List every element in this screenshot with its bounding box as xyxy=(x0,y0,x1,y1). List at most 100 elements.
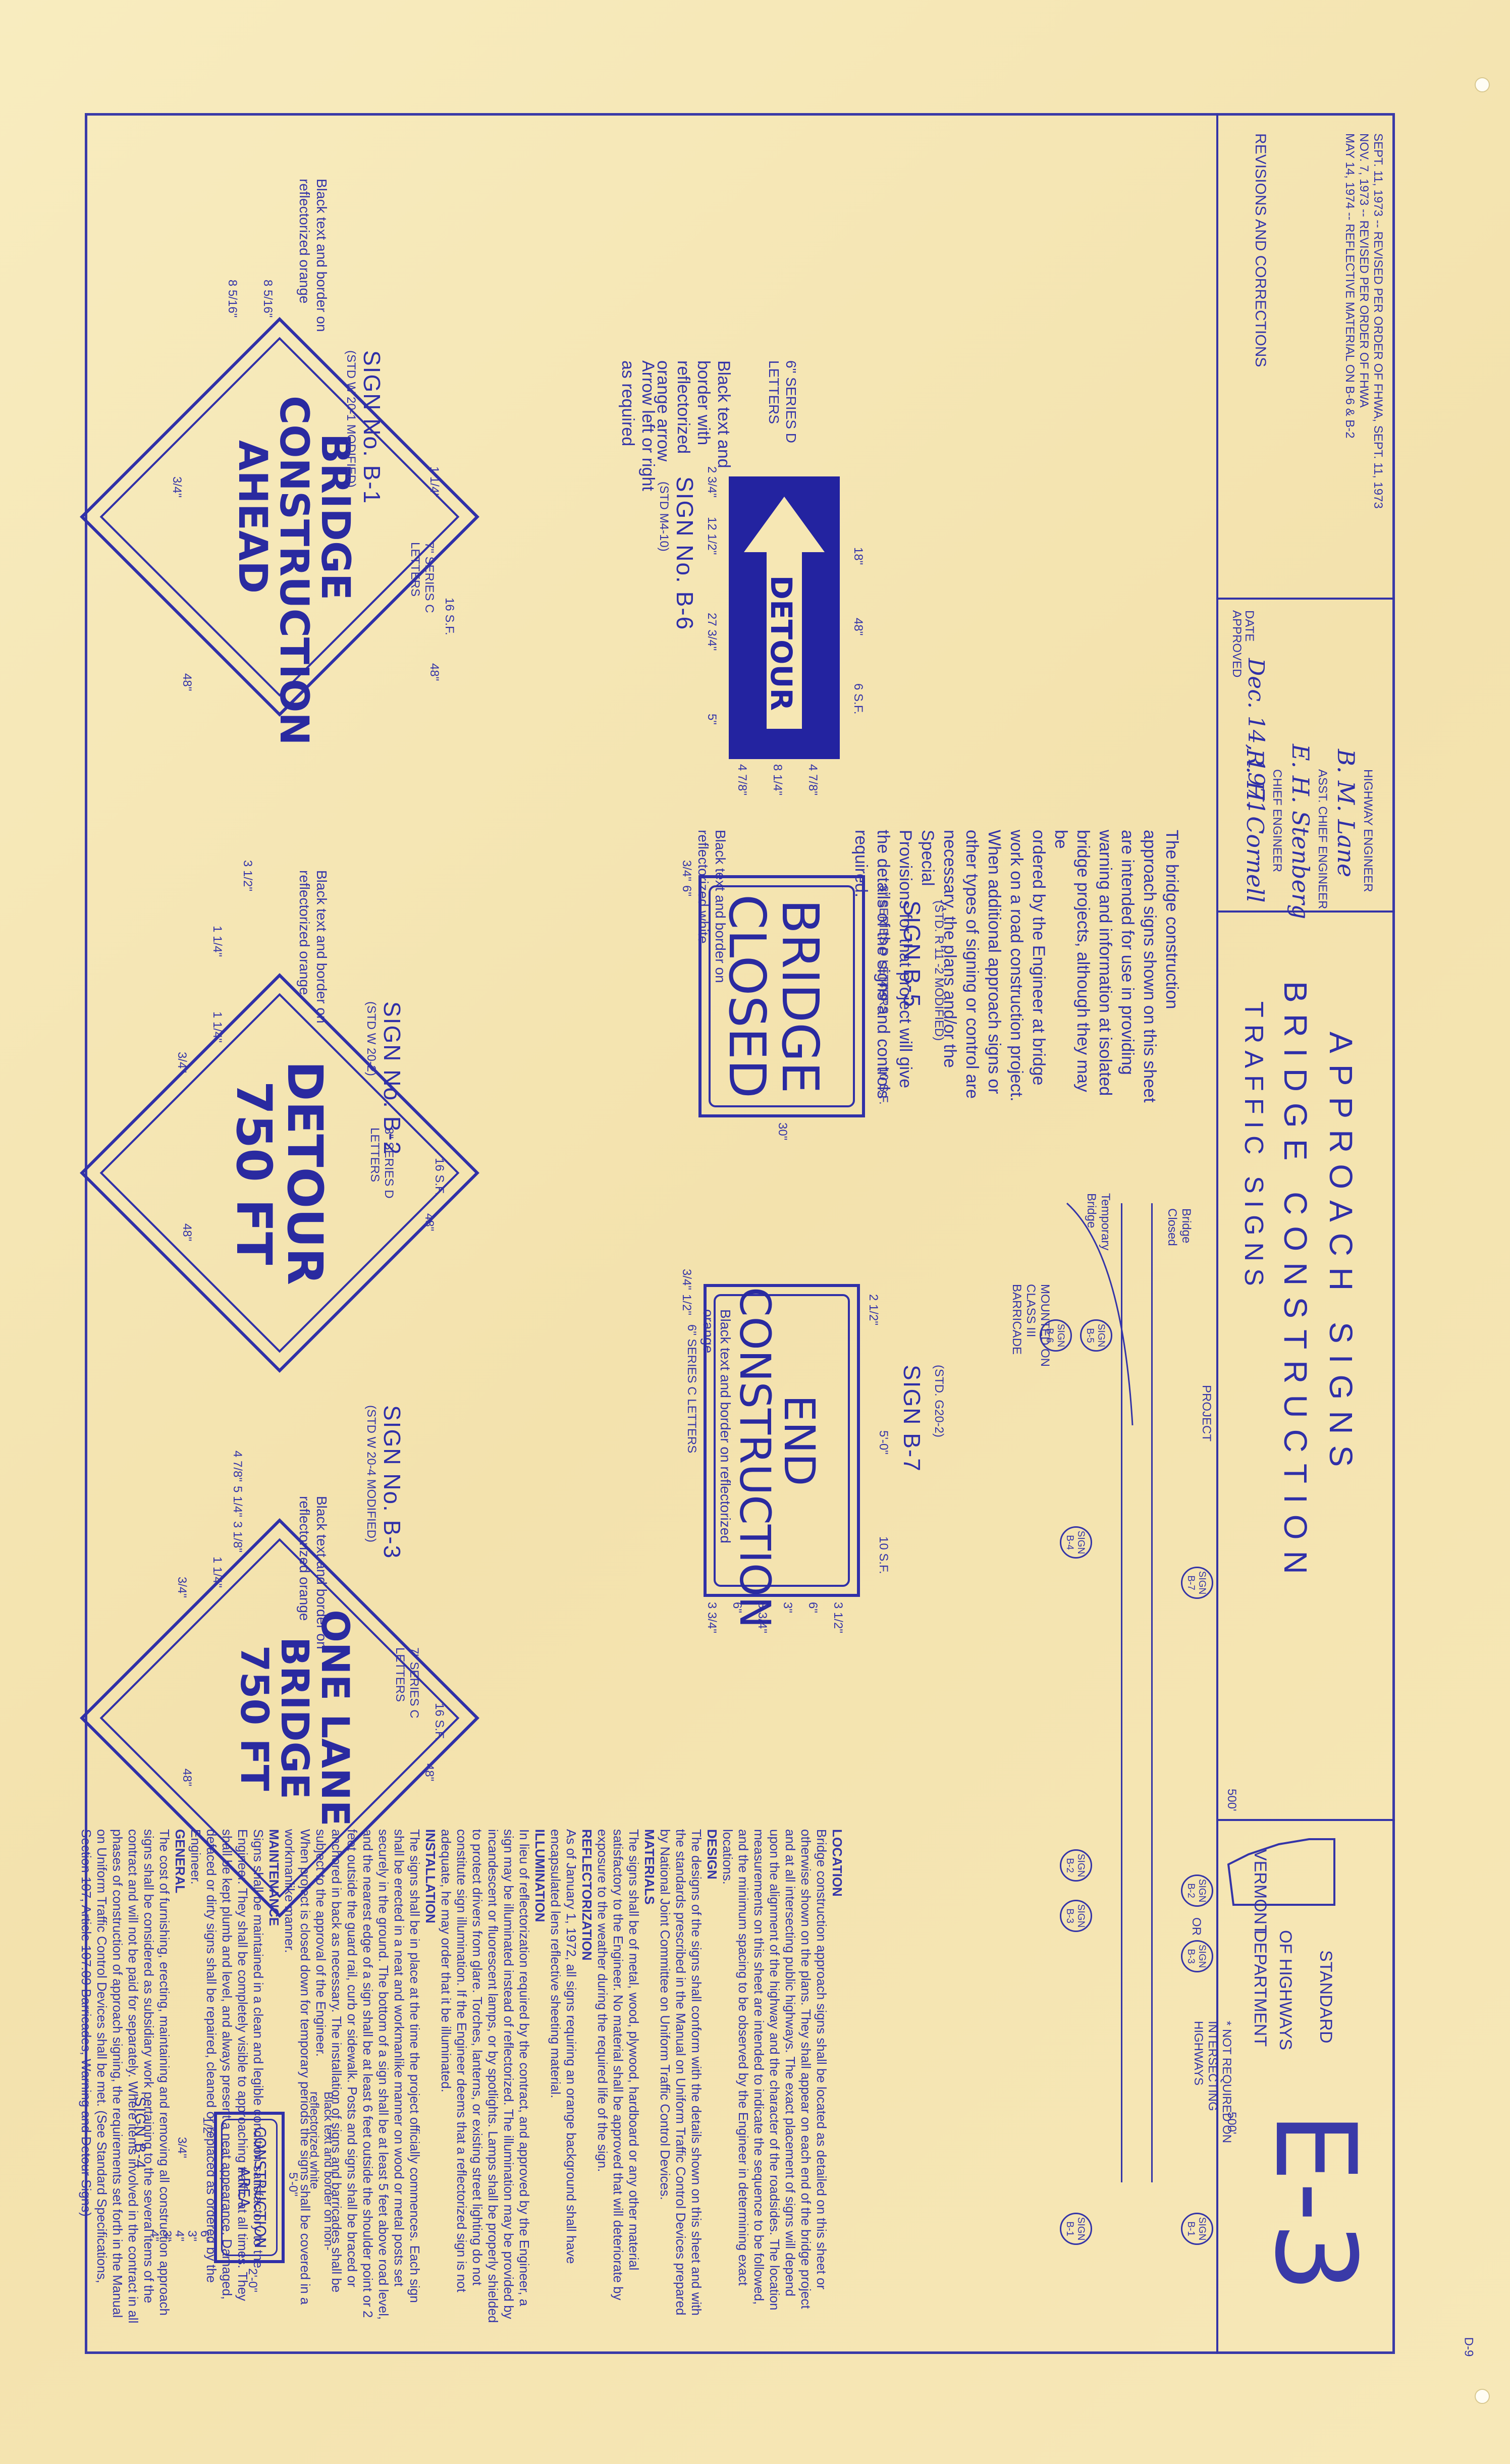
b7-letters: 6" SERIES C LETTERS xyxy=(685,1324,698,1454)
b6-dim: 4 7/8" xyxy=(806,764,820,795)
b1-dim: 8 5/16" xyxy=(261,280,275,318)
b1-dim: 8 5/16" xyxy=(226,280,239,318)
dist-label: 500' xyxy=(1225,1789,1238,1811)
sign-callout: SIGN B-1 xyxy=(1060,2213,1092,2245)
b6-dim: 2 3/4" xyxy=(705,466,719,498)
sign-callout: SIGN B-6 xyxy=(1040,1319,1072,1352)
b7-dim: 3 3/4" xyxy=(756,1602,769,1633)
corner-mark: D-9 xyxy=(1462,2337,1476,2357)
b2-dim: 1 1/4" xyxy=(210,926,224,957)
revisions-title: REVISIONS AND CORRECTIONS xyxy=(1252,133,1269,367)
b7-name: SIGN B-7 xyxy=(899,1365,925,1472)
specifications: LOCATION Bridge construction approach si… xyxy=(78,1829,845,2324)
sign-b5-line: CLOSED xyxy=(718,894,777,1099)
b7-dim: 5'-0" xyxy=(877,1430,890,1455)
sign-b7-line: CONSTRUCTION xyxy=(730,1287,780,1628)
spec-text: The signs shall be in place at the time … xyxy=(313,1829,422,2320)
b2-name: SIGN No. B-2 xyxy=(379,1001,405,1156)
sign-b2-line: DETOUR xyxy=(277,1060,333,1285)
b7-dim: 6" xyxy=(730,1602,744,1613)
hwy-title: HIGHWAY ENGINEER xyxy=(1361,769,1375,892)
b6-arrow-note: Arrow left or right as required xyxy=(618,360,658,491)
sign-b6-legend: DETOUR xyxy=(764,575,798,711)
title-line-3: APPROACH SIGNS xyxy=(1323,1032,1359,1478)
sign-b6: DETOUR xyxy=(729,476,840,759)
sign-b2-line: 750 FT xyxy=(226,1081,283,1265)
sign-b5-line: BRIDGE xyxy=(771,899,830,1094)
sign-callout: SIGN B-4 xyxy=(1060,1526,1092,1559)
b6-std: (STD M4-10) xyxy=(657,481,671,552)
sign-callout: SIGN B-1 xyxy=(1181,2213,1213,2245)
agency-standard: STANDARD xyxy=(1316,1950,1335,2044)
b6-name: SIGN No. B-6 xyxy=(672,476,698,631)
spec-head: ILLUMINATION xyxy=(532,1829,548,1922)
approved-label: APPROVED xyxy=(1230,610,1244,678)
sign-b7-legend: END CONSTRUCTION xyxy=(730,1287,824,1628)
b2-std: (STD W 20-2) xyxy=(364,1001,378,1077)
spec-head: DESIGN xyxy=(705,1829,720,1880)
b7-dim: 3/4" xyxy=(680,1269,693,1290)
b3-dim: 4 7/8" xyxy=(231,1451,244,1482)
title-line-1: TRAFFIC SIGNS xyxy=(1239,1001,1268,1293)
sign-b5: BRIDGE CLOSED xyxy=(698,875,865,1117)
b3-dim: 48" xyxy=(422,1763,436,1782)
sign-b1-line: CONSTRUCTION xyxy=(271,396,317,745)
b1-letters: 7" SERIES C LETTERS xyxy=(408,542,436,613)
b1-name: SIGN No. B-1 xyxy=(359,350,385,505)
b6-note: Black text and border with reflectorized… xyxy=(654,360,733,468)
agency-dept: OF HIGHWAYS xyxy=(1276,1930,1295,2050)
b1-std: (STD W 20-1 MODIFIED) xyxy=(344,350,358,488)
b3-std: (STD W 20-4 MODIFIED) xyxy=(364,1405,378,1543)
b6-dim: 12 1/2" xyxy=(705,517,719,555)
asst-title: ASST. CHIEF ENGINEER xyxy=(1316,769,1329,909)
titleblock-divider xyxy=(1218,598,1395,600)
b2-dim: 3/4" xyxy=(175,1052,189,1073)
b7-dim: 2 1/2" xyxy=(867,1294,880,1325)
detour-arrow-icon xyxy=(744,497,825,729)
asst-signature: E. H. Stenberg xyxy=(1287,744,1314,920)
b3-dim: 16 S.F. xyxy=(433,1703,446,1741)
b6-dim: 27 3/4" xyxy=(705,613,719,651)
b7-dim: 1/2" xyxy=(680,1294,693,1315)
b6-dim: 4 7/8" xyxy=(735,764,749,795)
approach-note: The bridge construction approach signs s… xyxy=(851,830,1181,1103)
sign-callout: SIGN B-7 xyxy=(1181,1567,1213,1599)
b5-dim: 30" xyxy=(776,1122,789,1141)
b6-dim: 6 S.F. xyxy=(851,683,865,715)
chief-signature: R. H. Cornell xyxy=(1242,749,1269,903)
spec-text: The designs of the signs shall conform w… xyxy=(658,1829,704,2316)
agency-dept: DEPARTMENT xyxy=(1251,1930,1270,2047)
sign-callout: SIGN B-3 xyxy=(1181,1940,1213,1972)
b2-dim: 16 S.F. xyxy=(433,1158,446,1196)
b2-dim: 1 1/4" xyxy=(210,1011,224,1043)
sign-b1-legend: BRIDGE CONSTRUCTION AHEAD xyxy=(230,396,358,745)
title-line-2: BRIDGE CONSTRUCTION xyxy=(1277,981,1314,1585)
b3-name: SIGN No. B-3 xyxy=(379,1405,405,1560)
b7-dim: 3 1/2" xyxy=(831,1602,845,1633)
chief-title: CHIEF ENGINEER xyxy=(1270,769,1284,873)
or-label: OR xyxy=(1190,1917,1203,1936)
sign-b3-line: ONE LANE xyxy=(313,1610,358,1827)
drawing-number: E-3 xyxy=(1251,2112,1380,2293)
drawing-border xyxy=(85,113,1395,2354)
b3-dim: 48" xyxy=(180,1769,194,1787)
sign-b1-line: AHEAD xyxy=(230,440,276,594)
sign-b7-line: END xyxy=(775,1395,824,1486)
b6-dim: 5" xyxy=(705,714,719,725)
sign-b3-line: BRIDGE xyxy=(273,1636,318,1800)
rotated-drawing: Black text and border on reflectorized o… xyxy=(79,113,1395,2354)
spec-text: The signs shall be of metal, wood, plywo… xyxy=(595,1829,641,2300)
b3-dim: 1 1/4" xyxy=(210,1557,224,1588)
punch-hole xyxy=(1475,77,1490,92)
b2-dim: 48" xyxy=(180,1223,194,1242)
sign-callout: SIGN B-2 xyxy=(1060,1849,1092,1882)
sign-b3-line: 750 FT xyxy=(232,1645,278,1791)
b7-dim: 6" xyxy=(806,1602,820,1613)
agency-state: VERMONT xyxy=(1251,1849,1270,1935)
b3-dim: 5 1/4" xyxy=(231,1486,244,1517)
spec-head: MATERIALS xyxy=(642,1829,657,1905)
b1-dim: 48" xyxy=(180,673,194,691)
b6-dim: 48" xyxy=(851,618,865,636)
revisions-list: SEPT. 11, 1973 -- REVISED PER ORDER OF F… xyxy=(1343,133,1385,509)
